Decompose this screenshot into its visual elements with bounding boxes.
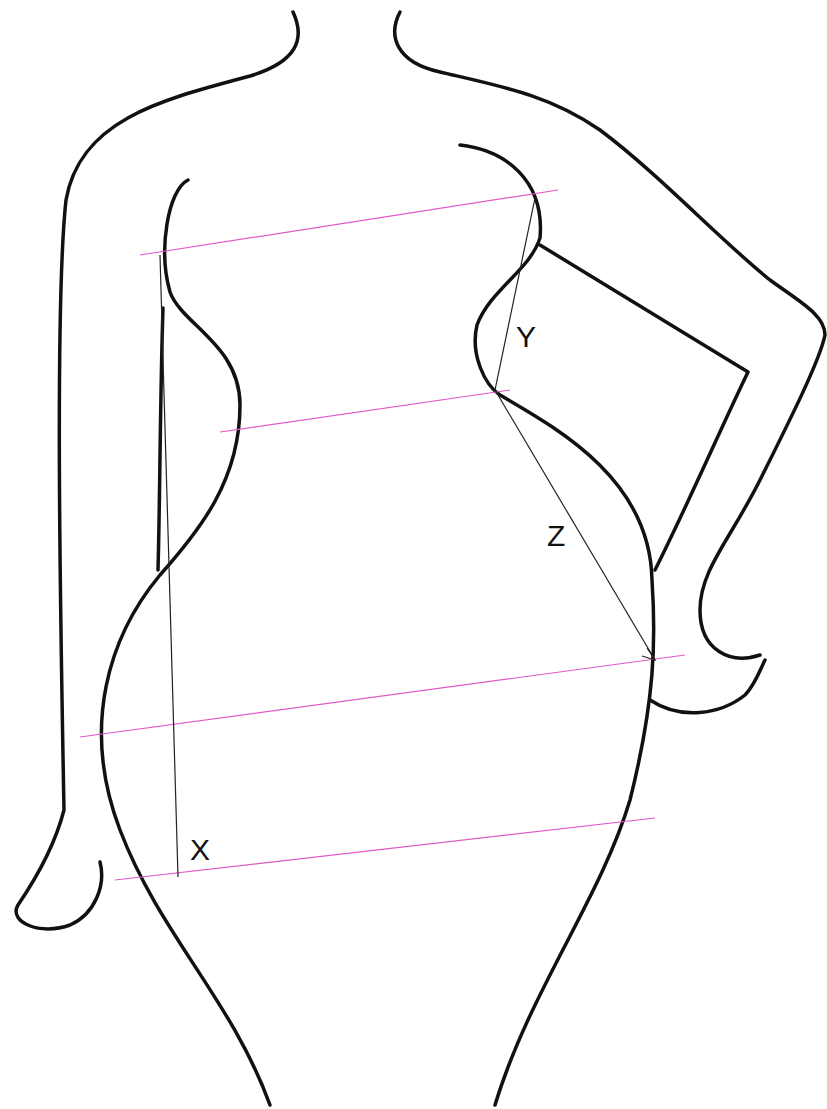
measure-label: Z [547, 521, 565, 551]
measure-label: X [190, 835, 210, 865]
measure-label: Y [516, 322, 536, 352]
